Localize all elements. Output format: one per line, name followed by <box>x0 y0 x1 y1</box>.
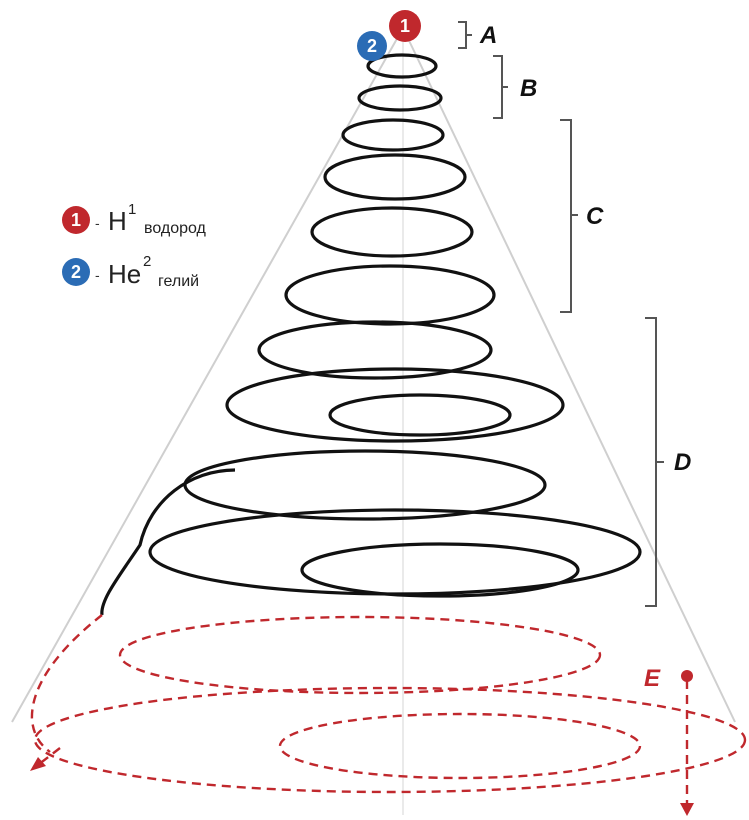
label-d: D <box>674 449 691 476</box>
future-ring <box>33 686 747 794</box>
legend-hydrogen-circle <box>62 206 90 234</box>
spiral-ring <box>357 84 443 112</box>
label-b: B <box>520 75 537 102</box>
spiral-ring <box>284 264 496 326</box>
legend-helium-circle <box>62 258 90 286</box>
label-c: C <box>586 203 604 230</box>
e-point <box>681 670 693 682</box>
legend-helium-symbol: He <box>108 259 141 289</box>
legend-helium-dash: - <box>95 267 100 283</box>
e-arrow-head <box>680 803 694 816</box>
spiral-ring <box>366 53 438 79</box>
legend-hydrogen-symbol: H <box>108 206 127 236</box>
spiral-ring <box>341 118 445 152</box>
hydrogen-number: 1 <box>400 16 410 36</box>
spiral-ring <box>323 153 467 201</box>
future-spiral <box>30 614 747 808</box>
future-arrow-line <box>33 747 61 769</box>
helium-circle <box>357 31 387 61</box>
label-e: E <box>644 665 661 692</box>
spiral-ring <box>300 542 580 598</box>
legend-hydrogen-name: водород <box>144 220 207 237</box>
bracket-b <box>493 55 508 119</box>
future-ring <box>278 712 642 780</box>
spiral-tail <box>100 468 236 616</box>
legend-hydrogen-number: 1 <box>71 210 81 230</box>
spiral-ring <box>328 393 512 437</box>
cone-left-edge <box>11 27 404 723</box>
legend-item-hydrogen: 1 - H 1 водород <box>62 201 207 237</box>
legend-hydrogen-dash: - <box>95 215 100 231</box>
future-connector <box>30 614 103 753</box>
legend: 1 - H 1 водород 2 - He 2 гелий <box>62 201 207 290</box>
future-ring <box>118 615 602 695</box>
cone-right-edge <box>402 27 736 723</box>
marker-hydrogen: 1 <box>389 10 421 42</box>
marker-helium: 2 <box>357 31 387 61</box>
legend-helium-number: 2 <box>71 262 81 282</box>
spiral <box>100 53 642 616</box>
helium-number: 2 <box>367 36 377 56</box>
bracket-c <box>560 119 578 313</box>
spiral-ring <box>310 206 474 258</box>
bracket-d <box>645 317 664 607</box>
bracket-a <box>458 21 472 49</box>
legend-helium-sup: 2 <box>143 253 151 270</box>
legend-item-helium: 2 - He 2 гелий <box>62 253 199 290</box>
spiral-ring <box>257 320 493 380</box>
legend-helium-name: гелий <box>158 273 199 290</box>
cone-outline <box>11 27 736 815</box>
future-arrow-head <box>30 757 46 771</box>
brackets <box>458 21 664 607</box>
spiral-ring <box>225 367 565 443</box>
legend-hydrogen-sup: 1 <box>128 201 136 218</box>
hydrogen-circle <box>389 10 421 42</box>
label-a: A <box>479 22 497 49</box>
